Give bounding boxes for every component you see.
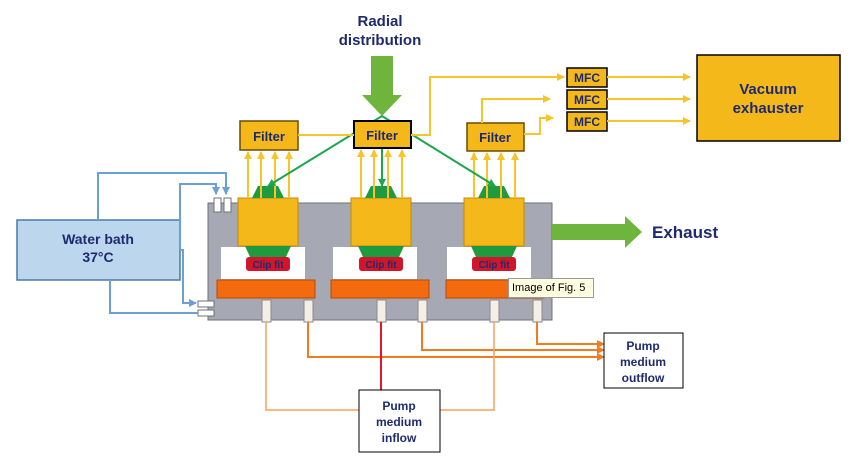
mfc-2-label: MFC bbox=[574, 93, 600, 107]
radial-label-2: distribution bbox=[339, 32, 422, 49]
vacuum-exhauster bbox=[696, 54, 841, 142]
water-bath-label-2: 37°C bbox=[82, 249, 113, 265]
water-bath-label-1: Water bath bbox=[62, 231, 134, 247]
clip-fit-2 bbox=[359, 257, 403, 271]
trumpet-3-top bbox=[478, 186, 510, 198]
heater-plate-1 bbox=[216, 279, 316, 299]
vacuum-label-2: exhauster bbox=[733, 100, 804, 117]
water-bath bbox=[16, 219, 181, 281]
trumpet-1-bottom bbox=[245, 246, 291, 257]
trumpet-2-bottom bbox=[358, 246, 404, 257]
filter-right bbox=[466, 122, 525, 152]
pump-outflow-box bbox=[603, 332, 684, 389]
pump-outflow-label-3: outflow bbox=[622, 371, 665, 385]
medium-inflow-lines bbox=[265, 322, 495, 411]
mfc-3-label: MFC bbox=[574, 115, 600, 129]
vacuum-label-1: Vacuum bbox=[739, 81, 797, 98]
image-tooltip: Image of Fig. 5 bbox=[508, 278, 594, 298]
trumpet-2-top bbox=[365, 186, 397, 198]
filter-right-label: Filter bbox=[479, 130, 511, 145]
medium-outflow-lines bbox=[307, 322, 605, 361]
clip-fit-3 bbox=[472, 257, 516, 271]
radial-inlet-arrow bbox=[362, 56, 402, 116]
clip-fit-label-1: Clip fit bbox=[252, 260, 284, 271]
module-2 bbox=[350, 197, 412, 247]
water-connectors bbox=[197, 197, 232, 317]
trumpet-1-top bbox=[252, 186, 284, 198]
module-3 bbox=[463, 197, 525, 247]
water-lines bbox=[97, 172, 230, 314]
exhaust-arrow bbox=[552, 216, 642, 248]
radial-label-1: Radial bbox=[357, 13, 402, 30]
mfc-1-label: MFC bbox=[574, 71, 600, 85]
pump-inflow-box bbox=[358, 389, 441, 453]
filter-to-mfc-lines bbox=[298, 73, 565, 136]
pump-outflow-label-2: medium bbox=[620, 355, 666, 369]
trumpet-3-bottom bbox=[471, 246, 517, 257]
mfc-to-vacuum-lines bbox=[607, 73, 691, 125]
module-to-filter-lines bbox=[244, 149, 519, 198]
exhaust-label: Exhaust bbox=[652, 223, 718, 242]
clip-fit-1 bbox=[246, 257, 290, 271]
clip-fit-label-3: Clip fit bbox=[478, 260, 510, 271]
heater-plate-2 bbox=[330, 279, 430, 299]
pump-outflow-label-1: Pump bbox=[626, 339, 659, 353]
module-1 bbox=[237, 197, 299, 247]
pump-inflow-label-1: Pump bbox=[382, 399, 415, 413]
pump-inflow-label-3: inflow bbox=[382, 431, 417, 445]
clip-fit-label-2: Clip fit bbox=[365, 260, 397, 271]
filter-center-label: Filter bbox=[366, 128, 398, 143]
filter-left-label: Filter bbox=[253, 129, 285, 144]
pump-inflow-label-2: medium bbox=[376, 415, 422, 429]
